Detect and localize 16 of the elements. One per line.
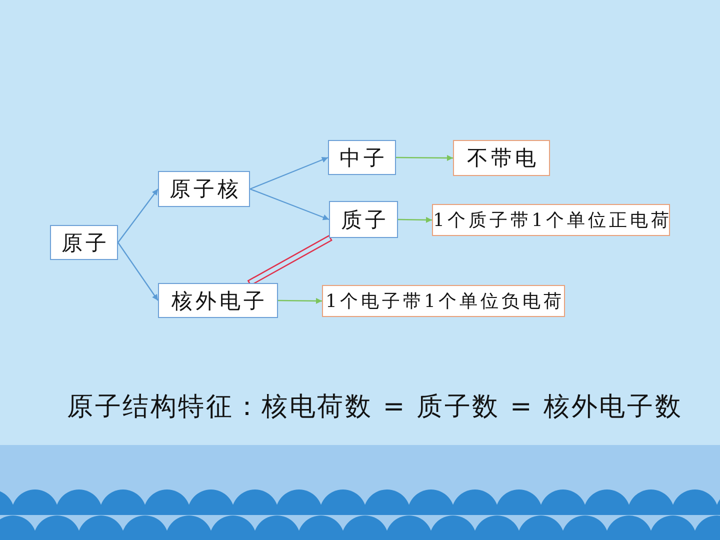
concept-box: 核外电子 <box>158 283 278 318</box>
arrow <box>118 242 158 301</box>
concept-box: 中子 <box>328 140 396 175</box>
arrow <box>250 156 328 190</box>
arrow <box>118 188 158 243</box>
description-box: 1个质子带1个单位正电荷 <box>432 204 670 236</box>
description-box: 1个电子带1个单位负电荷 <box>322 285 565 317</box>
concept-box: 质子 <box>329 201 398 238</box>
concept-box: 原子核 <box>158 171 250 207</box>
concept-box: 原子 <box>50 225 118 260</box>
arrow <box>250 188 330 220</box>
description-box: 不带电 <box>453 140 550 176</box>
arrow <box>396 154 453 161</box>
arrow <box>398 216 432 223</box>
arrow <box>278 298 322 304</box>
summary-text: 原子结构特征：核电荷数 = 质子数 = 核外电子数 <box>67 391 683 423</box>
